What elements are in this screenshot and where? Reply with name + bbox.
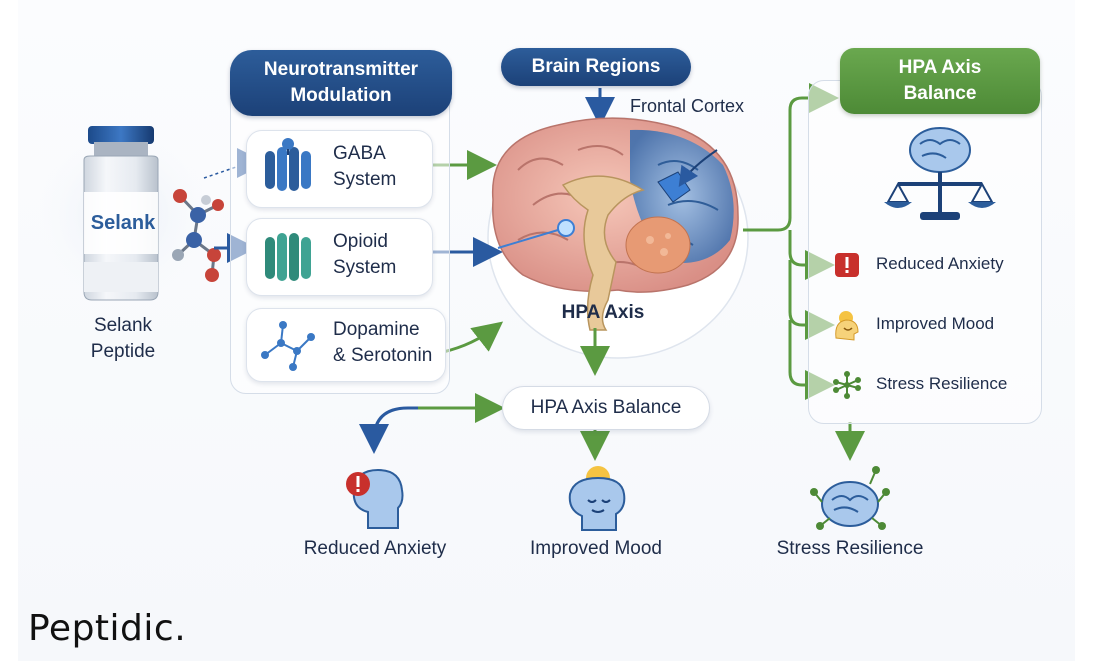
opioid-label: Opioid System <box>333 229 396 281</box>
hpa-panel-title-line1: HPA Axis <box>898 57 982 78</box>
neurotransmitter-title-line1: Neurotransmitter <box>263 59 419 80</box>
dopamine-label-line1: Dopamine <box>333 319 420 340</box>
dopamine-to-brain-arrow <box>442 321 504 354</box>
vial-caption: Selank Peptide <box>68 313 178 365</box>
panel-mood-branch <box>788 260 835 340</box>
peptide-molecule-icon <box>172 189 224 282</box>
opioid-label-line2: System <box>333 257 397 278</box>
opioid-label-line1: Opioid <box>333 231 388 252</box>
hpa-panel-title-line2: Balance <box>903 83 977 104</box>
panel-resilience-label: Stress Resilience <box>876 374 1008 393</box>
hpa-balance-pill: HPA Axis Balance <box>502 386 710 430</box>
gaba-label-line1: GABA <box>333 143 386 164</box>
outcome-anxiety-label: Reduced Anxiety <box>303 538 447 559</box>
vial-label: Selank <box>90 212 156 234</box>
panel-resilience-branch <box>788 320 835 400</box>
frontal-cortex-label: Frontal Cortex <box>630 96 745 116</box>
vial-caption-line1: Selank <box>93 315 153 336</box>
hpa-to-anxiety-arrow <box>359 406 500 454</box>
neurotransmitter-title-line2: Modulation <box>290 85 392 106</box>
gaba-label: GABA System <box>333 141 396 193</box>
gaba-card: GABA System <box>246 130 433 208</box>
vial-to-gaba-arrow <box>203 164 243 179</box>
brand-logo: Peptidic. <box>28 608 187 649</box>
brain-to-panel-arrow <box>743 83 839 232</box>
anxious-head-icon <box>346 468 404 529</box>
hpa-panel-title: HPA Axis Balance <box>840 48 1040 114</box>
resilient-brain-icon <box>810 466 890 530</box>
brain-illustration <box>491 117 739 331</box>
alert-icon <box>835 253 859 277</box>
smiling-head-icon <box>835 311 859 341</box>
gaba-receptor-icon <box>265 138 311 191</box>
brain-scale-icon <box>884 127 996 220</box>
network-icon <box>833 371 861 399</box>
molecule-network-icon <box>261 321 315 371</box>
panel-anxiety-label: Reduced Anxiety <box>876 254 1004 273</box>
outcome-resilience-label: Stress Resilience <box>776 538 924 559</box>
dopamine-card: Dopamine & Serotonin <box>246 308 446 382</box>
opioid-receptor-icon <box>265 233 311 281</box>
vial-caption-line2: Peptide <box>90 341 156 362</box>
dopamine-label-line2: & Serotonin <box>333 345 433 366</box>
hpa-axis-label: HPA Axis <box>561 302 645 323</box>
opioid-card: Opioid System <box>246 218 433 296</box>
gaba-label-line2: System <box>333 169 397 190</box>
dopamine-label: Dopamine & Serotonin <box>333 317 432 369</box>
neurotransmitter-title: Neurotransmitter Modulation <box>230 50 452 116</box>
panel-mood-label: Improved Mood <box>876 314 995 333</box>
calm-head-icon <box>568 466 626 531</box>
brain-regions-title: Brain Regions <box>501 48 691 86</box>
outcome-mood-label: Improved Mood <box>529 538 662 559</box>
panel-anxiety-branch <box>788 230 835 280</box>
selank-vial-icon <box>83 126 159 301</box>
diagram-artwork <box>38 83 865 461</box>
diagram-canvas: Selank Selank Peptide Neurotransmitter M… <box>18 0 1075 661</box>
